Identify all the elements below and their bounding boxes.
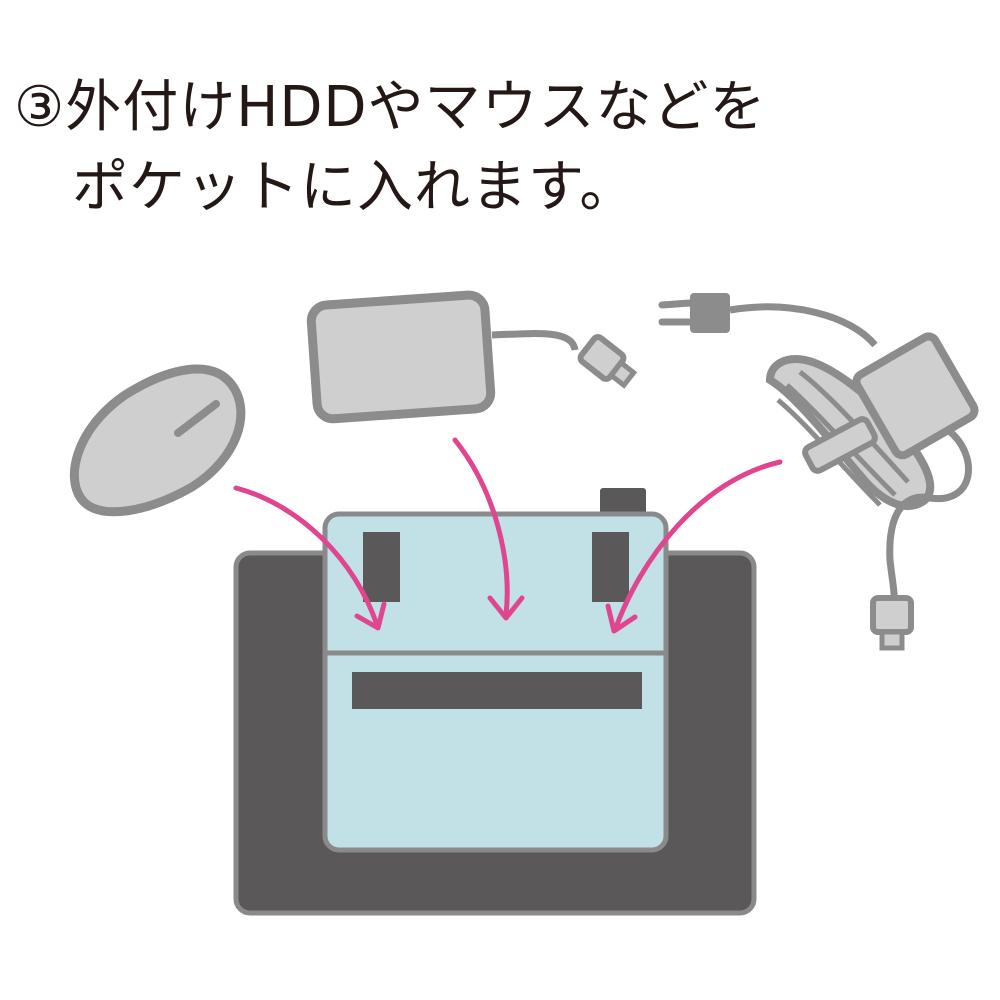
arrow-adapter-to-pocket <box>612 459 783 633</box>
arrowhead-mouse <box>354 601 387 631</box>
arrow-hdd-to-pocket <box>452 437 510 618</box>
pocket-slot <box>352 672 642 709</box>
case-tab <box>600 488 646 518</box>
computer-mouse-icon <box>69 364 246 517</box>
arrow-mouse-to-pocket <box>233 485 380 628</box>
pocket-strap-left <box>363 532 400 602</box>
arrowhead-hdd <box>487 595 525 621</box>
caption-line-1: ③外付けHDDやマウスなどを <box>14 75 767 140</box>
ac-adapter-icon <box>658 293 979 651</box>
external-hdd-icon <box>306 290 638 424</box>
pocket-strap-right <box>592 532 629 602</box>
instruction-caption: ③外付けHDDやマウスなどを ポケットに入れます。 <box>14 68 984 228</box>
caption-line-2: ポケットに入れます。 <box>72 155 637 220</box>
arrowhead-adapter <box>605 603 638 634</box>
